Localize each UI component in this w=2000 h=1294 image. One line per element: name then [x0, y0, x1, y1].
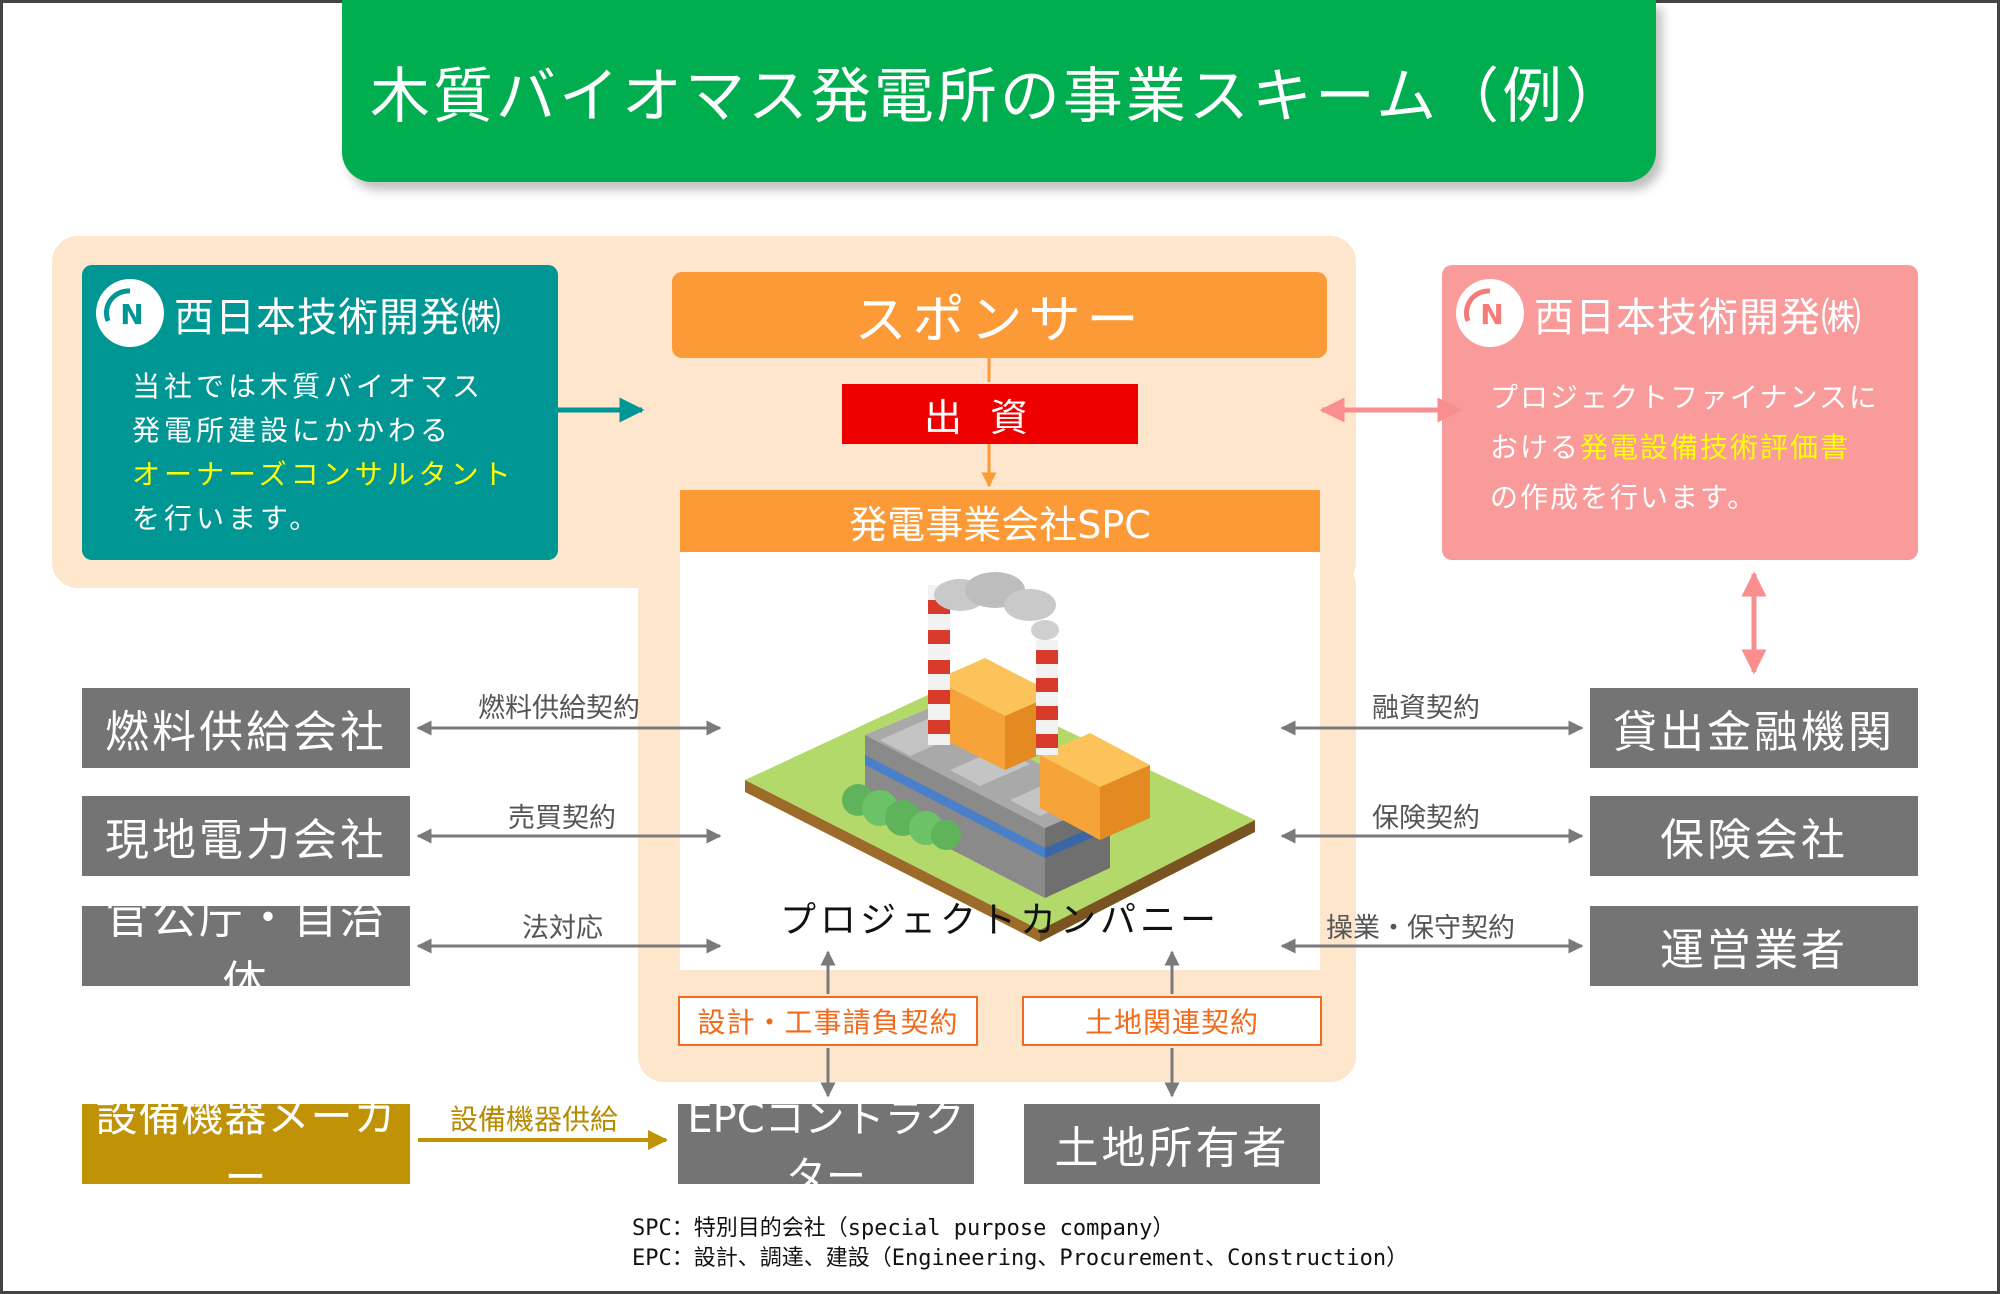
desc-line: プロジェクトファイナンスに: [1490, 381, 1879, 414]
page-title: 木質バイオマス発電所の事業スキーム（例）: [342, 0, 1656, 182]
company-name: 西日本技術開発㈱: [1534, 295, 1862, 341]
consultant-card: N 西日本技術開発㈱ 当社では木質バイオマス 発電所建設にかかわる オーナーズコ…: [82, 265, 558, 560]
insurance-company-box: 保険会社: [1590, 796, 1918, 876]
desc-line: 発電所建設にかかわる: [132, 414, 453, 447]
operator-box: 運営業者: [1590, 906, 1918, 986]
lender-box: 貸出金融機関: [1590, 688, 1918, 768]
epc-contractor-box: EPCコントラクター: [678, 1096, 974, 1200]
landowner-box: 土地所有者: [1024, 1104, 1320, 1184]
desc-highlight: オーナーズコンサルタント: [132, 458, 515, 491]
finance-evaluator-card: N 西日本技術開発㈱ プロジェクトファイナンスに おける発電設備技術評価書 の作…: [1442, 265, 1918, 560]
footnote-epc: EPC：設計、調達、建設（Engineering、Procurement、Con…: [632, 1246, 1409, 1271]
loan-contract-label: 融資契約: [1372, 693, 1480, 724]
desc-line: 当社では木質バイオマス: [132, 370, 485, 403]
fuel-supply-contract-label: 燃料供給契約: [478, 693, 640, 724]
desc-highlight: 発電設備技術評価書: [1580, 431, 1851, 464]
desc-prefix: おける: [1490, 431, 1581, 464]
land-contract-label: 土地関連契約: [1022, 996, 1322, 1046]
desc-line: おける発電設備技術評価書: [1490, 423, 1910, 473]
equipment-maker-box: 設備機器メーカー: [82, 1092, 410, 1202]
spc-header: 発電事業会社SPC: [680, 490, 1320, 552]
fuel-supplier-box: 燃料供給会社: [82, 688, 410, 768]
finance-description: プロジェクトファイナンスに おける発電設備技術評価書 の作成を行います。: [1490, 373, 1910, 523]
desc-line: の作成を行います。: [1490, 481, 1758, 514]
company-logo-icon: N: [96, 279, 164, 347]
local-power-company-box: 現地電力会社: [82, 796, 410, 876]
company-name: 西日本技術開発㈱: [174, 295, 502, 341]
equipment-supply-label: 設備機器供給: [450, 1103, 619, 1136]
svg-text:N: N: [120, 298, 143, 331]
funding-label: 出資: [842, 384, 1138, 444]
epc-contract-label: 設計・工事請負契約: [678, 996, 978, 1046]
footnote-spc: SPC：特別目的会社（special purpose company）: [632, 1216, 1175, 1241]
consultant-description: 当社では木質バイオマス 発電所建設にかかわる オーナーズコンサルタント を行いま…: [132, 365, 542, 541]
project-company-label: プロジェクトカンパニー: [779, 900, 1220, 941]
desc-line: を行います。: [132, 502, 322, 535]
company-logo-icon: N: [1456, 279, 1524, 347]
sponsor-box: スポンサー: [672, 272, 1327, 358]
svg-text:N: N: [1480, 298, 1503, 331]
